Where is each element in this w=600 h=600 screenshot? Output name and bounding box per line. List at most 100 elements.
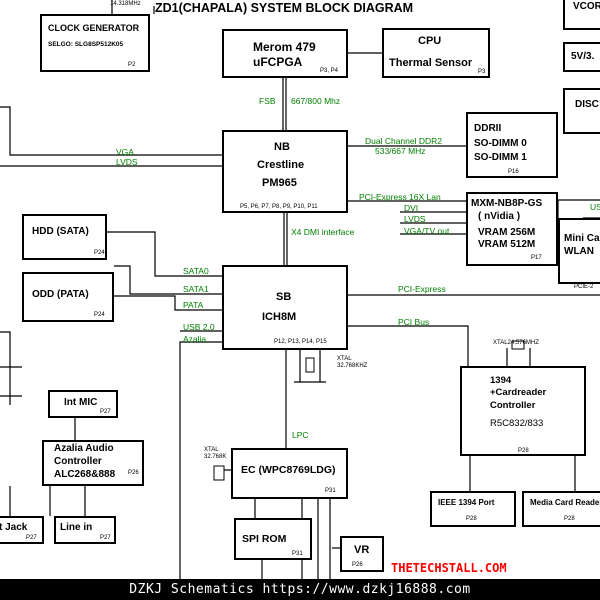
thermal-sensor-block: CPU Thermal Sensor P3 <box>382 28 490 78</box>
sb-xtal-label: XTAL <box>337 356 352 362</box>
ddr-bus-label: Dual Channel DDR2 <box>365 136 443 146</box>
power-5v-block: 5V/3. <box>563 42 600 72</box>
top-clock-frequency: 14.318MHz <box>110 1 141 7</box>
cardreader-line2: +Cardreader <box>490 387 547 398</box>
ieee1394-page: P28 <box>466 516 477 522</box>
jack-block: t Jack P27 <box>0 516 44 544</box>
spi-rom-block: SPI ROM P31 <box>234 518 312 560</box>
line-in-block: Line in P27 <box>54 516 116 544</box>
pata-label: PATA <box>183 300 204 310</box>
power-5v-label: 5V/3. <box>571 51 595 62</box>
odd-page: P24 <box>94 312 105 318</box>
pci-bus-label: PCI Bus <box>398 317 430 327</box>
vr-page: P26 <box>352 562 363 568</box>
azalia-label: Azalia <box>183 334 207 344</box>
ieee1394-port-block: IEEE 1394 Port P28 <box>430 491 516 527</box>
pcie-label: PCI-Express <box>398 284 446 294</box>
vr-label: VR <box>354 544 370 556</box>
cpu-block: Merom 479 uFCPGA P3, P4 <box>222 29 348 78</box>
gpu-vram-512: VRAM 512M <box>478 239 536 250</box>
ec-xtal-freq: 32.768K <box>204 454 227 460</box>
nb-chip-name: Crestline <box>257 159 305 171</box>
usb-right-label: US <box>590 202 600 212</box>
diagram-title: ZD1(CHAPALA) SYSTEM BLOCK DIAGRAM <box>155 1 414 15</box>
gpu-name: MXM-NB8P-GS <box>471 198 543 209</box>
cardreader-1394: 1394 <box>490 375 512 386</box>
spi-rom-label: SPI ROM <box>242 533 287 545</box>
sb-page: P12, P13, P14, P15 <box>274 339 327 345</box>
media-card-page: P28 <box>564 516 575 522</box>
audio-codec: ALC268&888 <box>54 469 116 480</box>
thermal-page: P3 <box>478 69 486 75</box>
ec-block: EC (WPC8769LDG) P31 <box>231 448 348 499</box>
dmi-label: X4 DMI interface <box>291 227 355 237</box>
media-card-label: Media Card Reader <box>530 498 600 507</box>
ieee1394-port-label: IEEE 1394 Port <box>438 498 495 507</box>
sata1-label: SATA1 <box>183 284 209 294</box>
jack-label: t Jack <box>0 522 28 533</box>
ec-xtal-label: XTAL <box>204 447 219 453</box>
vga-tv-label: VGA/TV out <box>404 226 450 236</box>
dvi-label: DVI <box>404 203 419 213</box>
media-card-block: Media Card Reader P28 <box>522 491 600 527</box>
gpu-block: MXM-NB8P-GS ( nVidia ) VRAM 256M VRAM 51… <box>466 192 558 266</box>
odd-block: ODD (PATA) P24 <box>22 272 114 322</box>
thermal-cpu-label: CPU <box>418 35 442 47</box>
audio-line2: Controller <box>54 456 102 467</box>
northbridge-block: NB Crestline PM965 P5, P6, P7, P8, P9, P… <box>222 130 348 213</box>
lvds-signal: LVDS <box>116 157 138 167</box>
discharge-block: DISC <box>563 88 600 134</box>
ddr-slot-0: SO-DIMM 0 <box>474 138 527 149</box>
audio-line1: Azalia Audio <box>54 443 114 454</box>
vcore-block: VCOR <box>563 0 600 30</box>
wlan-label: WLAN <box>564 246 594 257</box>
ec-label: EC (WPC8769LDG) <box>241 464 336 476</box>
line-in-label: Line in <box>60 522 93 533</box>
lpc-label: LPC <box>292 430 309 440</box>
pcie16-label: PCI-Express 16X Lan <box>359 192 441 202</box>
gpu-vendor: ( nVidia ) <box>478 211 521 222</box>
audio-page: P26 <box>128 470 139 476</box>
sb-label: SB <box>276 291 292 303</box>
ddr-slot-1: SO-DIMM 1 <box>474 152 527 163</box>
ddr-block: DDRII SO-DIMM 0 SO-DIMM 1 P16 <box>466 112 558 178</box>
audio-controller-block: Azalia Audio Controller ALC268&888 P26 <box>42 440 144 486</box>
cpu-page: P3, P4 <box>320 68 339 74</box>
cardreader-line3: Controller <box>490 400 536 411</box>
ec-page: P31 <box>325 488 336 494</box>
southbridge-block: SB ICH8M P12, P13, P14, P15 <box>222 265 348 350</box>
jack-page: P27 <box>26 535 37 541</box>
cardreader-block: 1394 +Cardreader Controller R5C832/833 P… <box>460 366 586 456</box>
ddr-speed-label: 533/667 MHz <box>375 146 426 156</box>
ddr-type: DDRII <box>474 123 502 134</box>
spi-rom-page: P31 <box>292 551 303 557</box>
int-mic-page: P27 <box>100 409 111 415</box>
fsb-speed-label: 667/800 Mhz <box>291 96 341 106</box>
mini-card-label: Mini Ca <box>564 233 600 244</box>
gpu-vram-256: VRAM 256M <box>478 227 536 238</box>
discharge-label: DISC <box>575 99 599 110</box>
sata0-label: SATA0 <box>183 266 209 276</box>
line-in-page: P27 <box>100 535 111 541</box>
thermal-sensor-label: Thermal Sensor <box>389 57 473 69</box>
clock-generator-block: CLOCK GENERATOR SELGO: SLG8SP512K05 P2 <box>40 14 150 72</box>
usb-label: USB 2.0 <box>183 322 215 332</box>
cpu-name: Merom 479 <box>253 40 316 54</box>
nb-label: NB <box>274 141 290 153</box>
cardreader-page: P28 <box>518 448 529 454</box>
clock-generator-name: CLOCK GENERATOR <box>48 23 140 33</box>
ddr-page: P16 <box>508 169 519 175</box>
pcie2-label: PCIE-2 <box>574 284 594 290</box>
fsb-label: FSB <box>259 96 276 106</box>
hdd-page: P24 <box>94 250 105 256</box>
clock-generator-page: P2 <box>128 62 136 68</box>
hdd-label: HDD (SATA) <box>32 226 89 237</box>
int-mic-label: Int MIC <box>64 397 98 408</box>
sb-xtal-freq: 32.768KHZ <box>337 363 368 369</box>
cardreader-xtal-label: XTAL24.576MHZ <box>493 340 539 346</box>
gpu-page: P17 <box>531 255 542 261</box>
cpu-socket: uFCPGA <box>253 55 303 69</box>
cardreader-model: R5C832/833 <box>490 418 544 429</box>
nb-chip-model: PM965 <box>262 177 297 189</box>
gpu-lvds-label: LVDS <box>404 214 426 224</box>
